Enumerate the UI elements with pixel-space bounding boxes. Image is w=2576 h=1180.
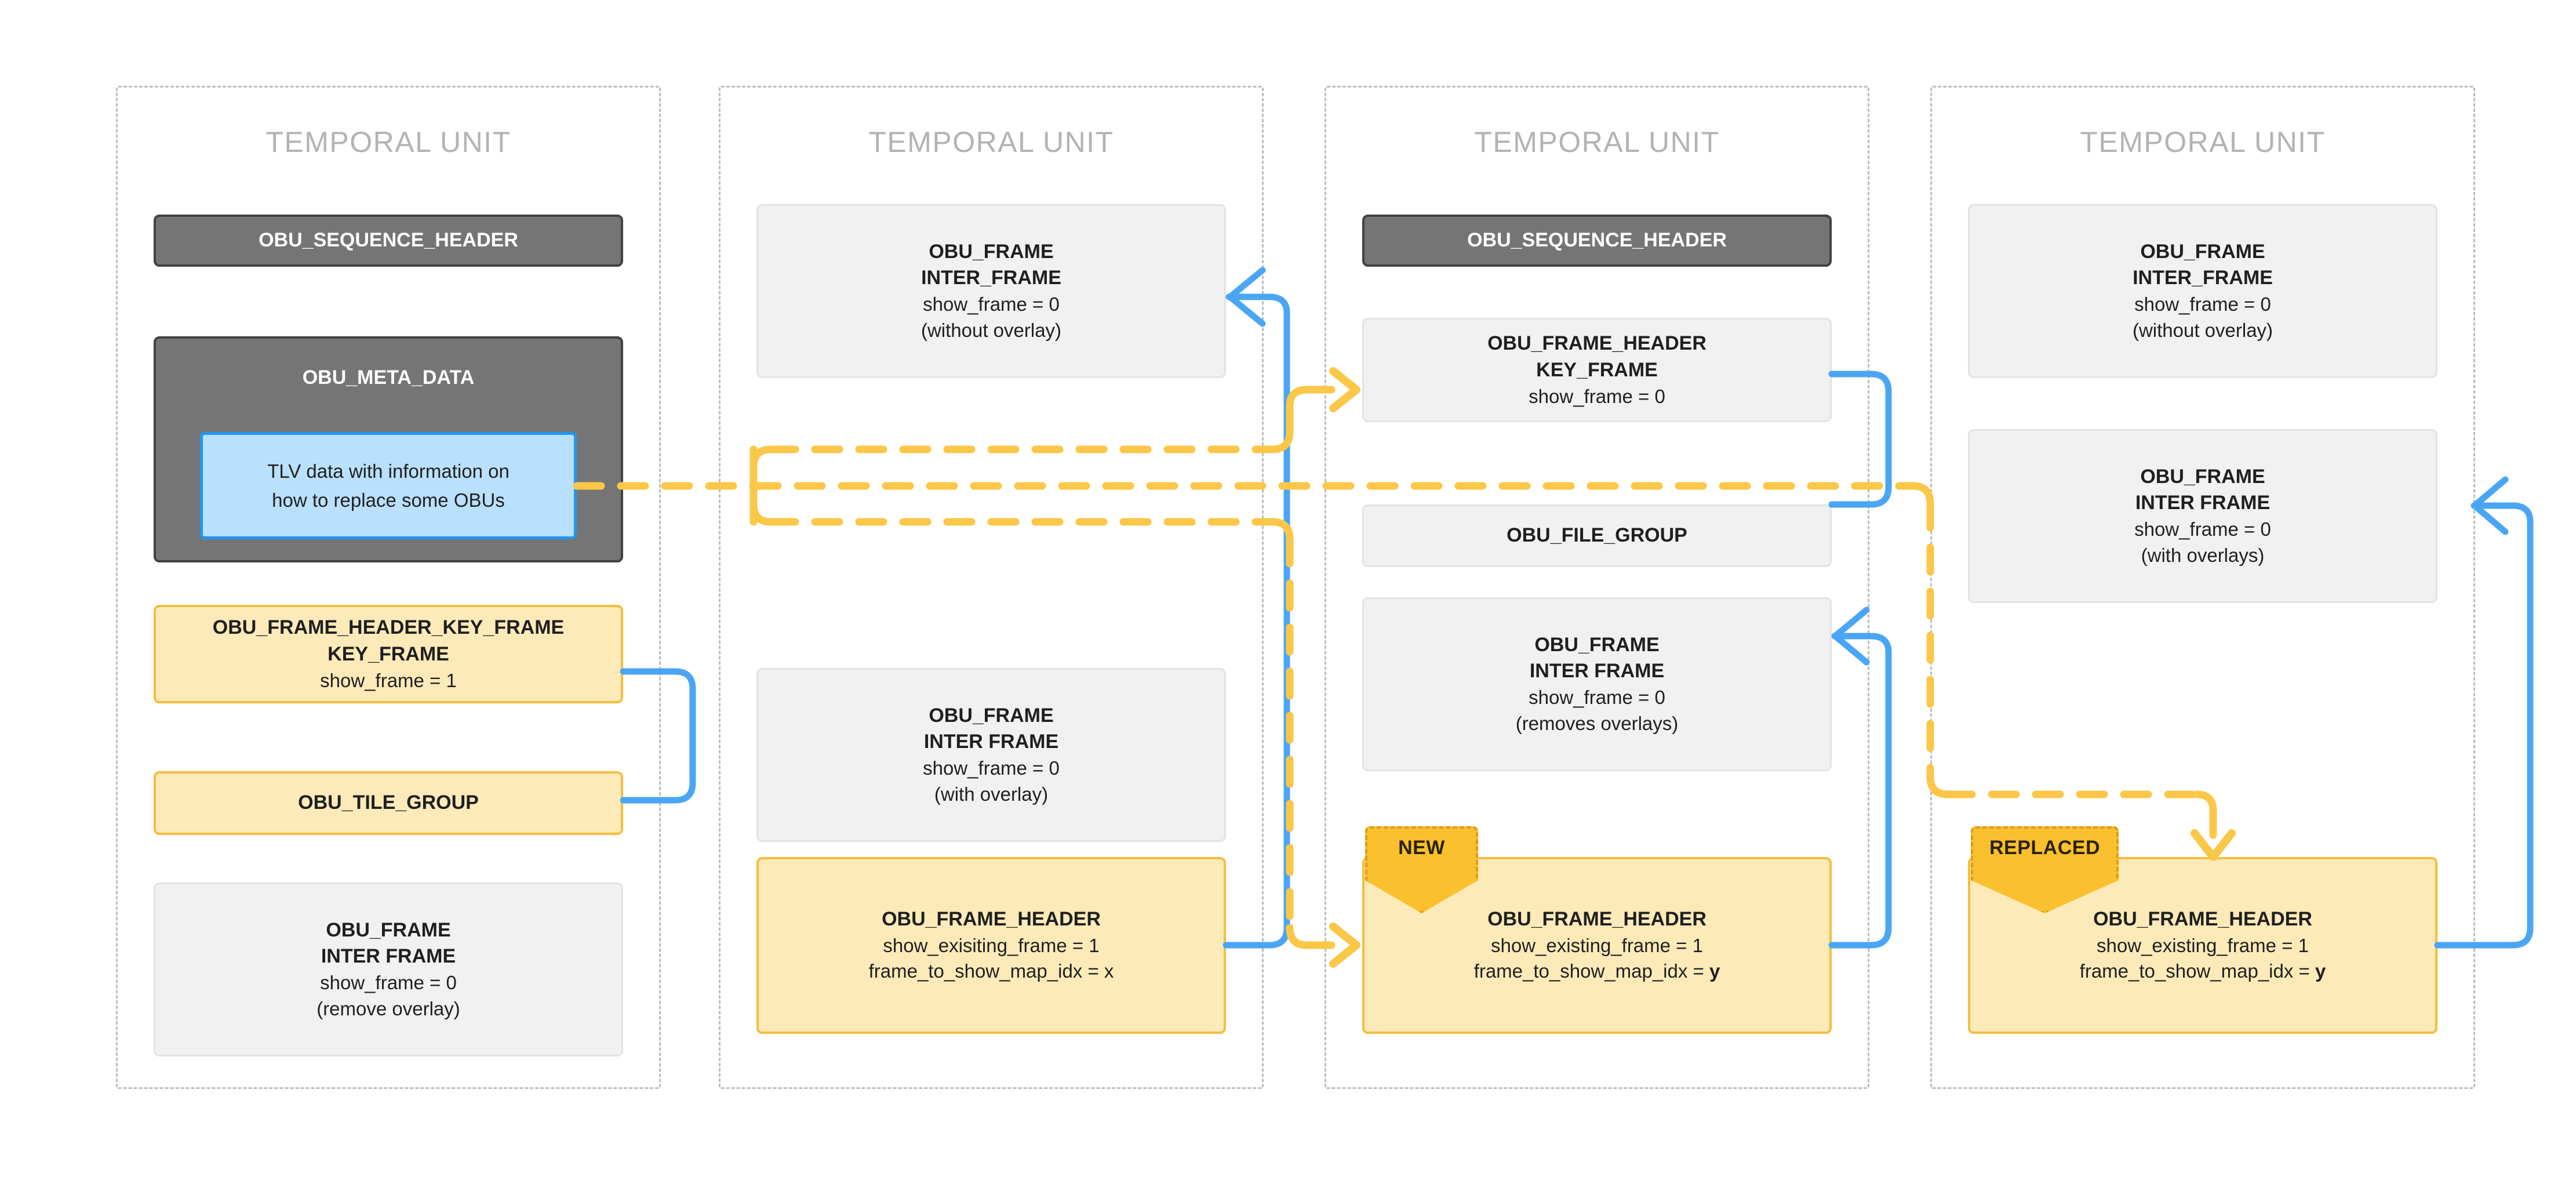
temporal-unit-2-title: TEMPORAL UNIT [868,126,1114,158]
temporal-unit-4-title: TEMPORAL UNIT [2080,126,2326,158]
block-obu-frame-inter-frame-removes-overlays-u3[interactable]: OBU_FRAME INTER FRAME show_frame = 0 (re… [1362,597,1832,771]
temporal-unit-3: TEMPORAL UNIT [1325,86,1869,1089]
block-detail-1: show_frame = 0 [2134,293,2271,315]
tlv-note-box[interactable]: TLV data with information on how to repl… [200,432,577,539]
block-detail-1: show_frame = 0 [2134,518,2271,540]
block-detail-1: show_existing_frame = 1 [1491,934,1703,956]
block-detail-1: show_exisiting_frame = 1 [883,934,1100,956]
block-label: OBU_FRAME [929,704,1054,727]
temporal-unit-1: TEMPORAL UNIT [116,86,661,1089]
block-label: OBU_FRAME_HEADER [1487,332,1707,354]
block-obu-frame-inter-frame-without-overlay-u4[interactable]: OBU_FRAME INTER_FRAME show_frame = 0 (wi… [1968,204,2437,378]
block-subtype: KEY_FRAME [328,642,449,665]
block-subtype: INTER_FRAME [2133,267,2273,289]
block-detail-1: show_frame = 0 [320,972,457,994]
tlv-note-line-1: TLV data with information on [267,460,510,482]
block-label: OBU_FRAME [1534,633,1660,656]
block-label: OBU_FRAME [2140,465,2265,488]
block-detail-1: show_frame = 0 [923,293,1060,315]
block-obu-frame-inter-remove-overlay-u1[interactable]: OBU_FRAME INTER FRAME show_frame = 0 (re… [154,883,623,1056]
block-detail-2: frame_to_show_map_idx = x [868,960,1114,982]
block-label: OBU_FRAME_HEADER [882,908,1101,930]
block-label: OBU_FRAME_HEADER [2093,908,2312,930]
block-subtype: INTER_FRAME [921,267,1061,289]
tlv-note-line-2: how to replace some OBUs [272,489,505,511]
block-label: OBU_META_DATA [302,366,475,389]
block-obu-frame-inter-frame-without-overlay-u2[interactable]: OBU_FRAME INTER_FRAME show_frame = 0 (wi… [756,204,1226,378]
block-detail-2: (removes overlays) [1515,712,1679,734]
block-label: OBU_TILE_GROUP [298,791,479,814]
block-obu-frame-inter-frame-with-overlay-u2[interactable]: OBU_FRAME INTER FRAME show_frame = 0 (wi… [756,668,1226,842]
block-detail-2: (without overlay) [920,319,1062,341]
block-detail-2: (without overlay) [2132,319,2273,341]
temporal-unit-1-title: TEMPORAL UNIT [265,126,511,158]
block-label: OBU_FRAME_HEADER [1487,908,1707,930]
block-detail-2: (with overlay) [934,783,1049,805]
block-obu-frame-header-key-frame-u3[interactable]: OBU_FRAME_HEADER KEY_FRAME show_frame = … [1362,318,1832,422]
block-obu-file-group-u3[interactable]: OBU_FILE_GROUP [1362,504,1832,567]
block-label: OBU_FRAME_HEADER_KEY_FRAME [212,616,565,638]
block-detail-1: show_frame = 0 [1529,385,1665,407]
block-label: OBU_SEQUENCE_HEADER [1467,229,1727,252]
block-detail-1: show_frame = 1 [320,669,457,691]
block-label: OBU_FRAME [2140,240,2265,263]
temporal-unit-3-title: TEMPORAL UNIT [1474,126,1720,158]
block-label: OBU_FRAME [929,240,1054,263]
block-obu-sequence-header-u1[interactable]: OBU_SEQUENCE_HEADER [154,215,623,267]
yellow-branch-a-corner2 [1286,386,1311,410]
block-obu-sequence-header-u3[interactable]: OBU_SEQUENCE_HEADER [1362,215,1832,267]
block-subtype: INTER FRAME [2135,492,2271,514]
block-subtype: INTER FRAME [1529,660,1665,682]
yellow-branch-c-corner [1268,518,1294,543]
yellow-branch-c-corner2 [1286,924,1311,949]
yellow-branch-a-corner [1268,428,1294,453]
block-label: OBU_SEQUENCE_HEADER [259,229,518,252]
block-detail-2: (with overlays) [2141,544,2265,566]
block-subtype: KEY_FRAME [1536,358,1658,381]
block-detail-2: frame_to_show_map_idx = y [2079,960,2326,982]
block-detail-1: show_frame = 0 [923,757,1060,779]
block-obu-tile-group-u1[interactable]: OBU_TILE_GROUP [154,771,623,835]
block-detail-1: show_existing_frame = 1 [2097,934,2309,956]
block-obu-frame-header-show-existing-x-u2[interactable]: OBU_FRAME_HEADER show_exisiting_frame = … [756,857,1226,1034]
block-detail-1: show_frame = 0 [1529,687,1665,709]
block-label: OBU_FRAME [326,918,451,941]
block-detail-2: (remove overlay) [316,997,460,1019]
block-detail-2: frame_to_show_map_idx = y [1473,960,1720,982]
block-label: OBU_FILE_GROUP [1507,524,1687,547]
block-subtype: INTER FRAME [923,731,1059,753]
block-obu-frame-header-key-frame-u1[interactable]: OBU_FRAME_HEADER_KEY_FRAME KEY_FRAME sho… [154,605,623,703]
block-subtype: INTER FRAME [321,945,456,968]
blue-arrowhead-u4 [2471,476,2509,535]
block-obu-frame-inter-frame-with-overlays-u4[interactable]: OBU_FRAME INTER FRAME show_frame = 0 (wi… [1968,429,2437,603]
yellow-branch-b-corner [1909,482,1934,507]
